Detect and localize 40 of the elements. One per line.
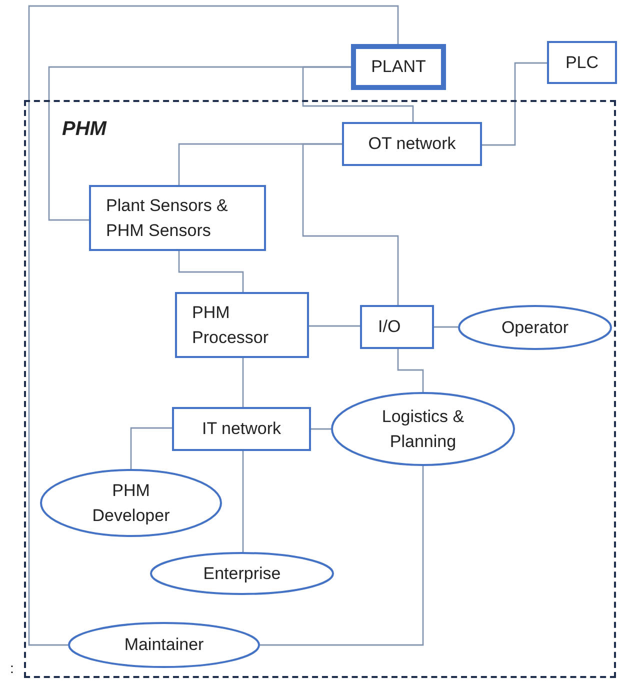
- node-label: I/O: [378, 316, 401, 338]
- actor-ellipse: [331, 392, 515, 466]
- connector-line: [482, 62, 547, 146]
- connector-line: [28, 5, 399, 646]
- node-label: IT network: [202, 418, 282, 440]
- process-box: [342, 122, 482, 166]
- note-text: :: [10, 660, 14, 676]
- connector-line: [434, 326, 458, 328]
- node-label: OT network: [368, 133, 456, 156]
- node-label: Logistics & Planning: [380, 406, 466, 453]
- process-box: [89, 185, 266, 251]
- connector-line: [302, 66, 414, 122]
- process-box: [547, 41, 617, 84]
- group-frame: [24, 100, 616, 678]
- process-box: [351, 44, 446, 90]
- node-label: Plant Sensors & PHM Sensors: [106, 194, 229, 242]
- connector-line: [260, 466, 424, 646]
- node-label: PLC: [565, 52, 599, 74]
- node-label: PHM Developer: [91, 480, 171, 527]
- node-label: PHM Processor: [192, 302, 270, 349]
- connector-line: [397, 349, 424, 392]
- process-box: [172, 407, 311, 451]
- node-label: Maintainer: [124, 634, 204, 656]
- process-box: [175, 292, 309, 358]
- node-label: PLANT: [371, 56, 426, 78]
- process-box: [360, 305, 434, 349]
- connector-line: [130, 427, 172, 469]
- node-label: Operator: [501, 316, 569, 339]
- actor-ellipse: [458, 305, 612, 350]
- connector-line: [302, 143, 399, 305]
- connector-line: [178, 251, 244, 292]
- actor-ellipse: [68, 622, 260, 668]
- connector-line: [309, 325, 360, 327]
- connector-line: [242, 358, 244, 407]
- actor-ellipse: [150, 552, 334, 595]
- connector-line: [311, 428, 331, 430]
- connector-line: [242, 451, 244, 552]
- node-label: Enterprise: [203, 562, 281, 585]
- group-title: PHM: [62, 117, 106, 142]
- actor-ellipse: [40, 469, 222, 537]
